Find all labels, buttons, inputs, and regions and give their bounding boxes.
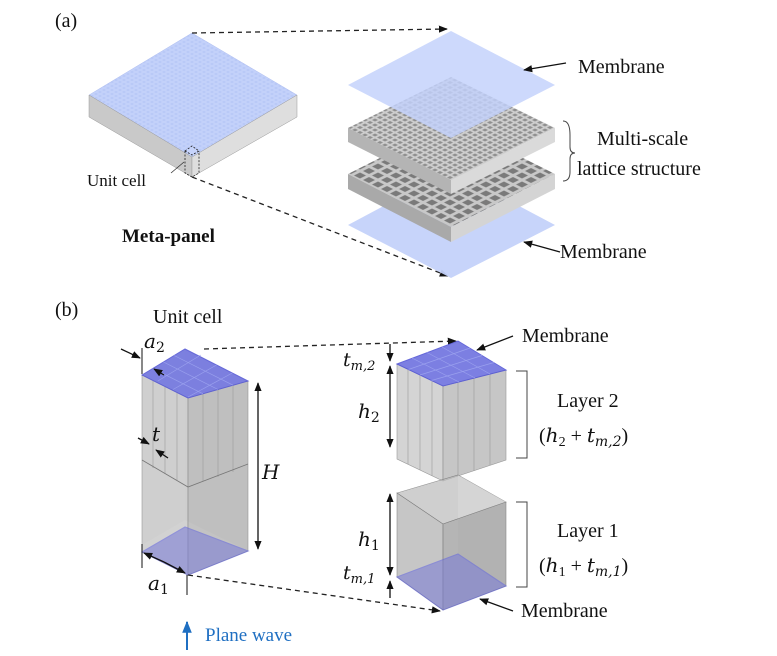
unit-cell-highlight — [184, 145, 200, 178]
projection-line-b-top — [203, 337, 457, 350]
layer1-bottom-membrane — [395, 553, 508, 611]
tm2-symbol: tm,2 — [343, 349, 375, 374]
tm1-symbol: tm,1 — [343, 562, 375, 587]
h1-symbol: h1 — [358, 527, 380, 554]
a2-symbol: a2 — [144, 329, 165, 356]
h2-symbol: h2 — [358, 399, 380, 426]
lattice-label-line2: lattice structure — [577, 158, 701, 180]
bottom-membrane-label-a: Membrane — [560, 241, 647, 263]
fine-lattice-left — [348, 128, 451, 194]
lattice-label-line1: Multi-scale — [597, 128, 688, 150]
t-arrow-left — [137, 436, 150, 445]
H-symbol: H — [261, 460, 280, 484]
top-membrane-arrow-b — [476, 335, 514, 351]
top-membrane-label-a: Membrane — [578, 56, 665, 78]
plane-wave-label: Plane wave — [205, 625, 292, 646]
coarse-lattice-left — [348, 174, 451, 242]
top-membrane-arrow-a — [523, 62, 567, 73]
a1-symbol: a1 — [148, 571, 169, 598]
fine-lattice-right — [451, 128, 555, 194]
coarse-lattice-right — [451, 174, 555, 242]
layer2-right-face — [442, 369, 507, 482]
layer1-title: Layer 1 — [557, 520, 619, 542]
t-arrow-right — [155, 449, 169, 459]
unit-cell-bottom-membrane — [140, 526, 250, 576]
layer2-top-membrane — [395, 340, 508, 387]
t-symbol: t — [152, 422, 161, 446]
layer2-bracket — [516, 370, 528, 459]
meta-panel-slab — [88, 32, 298, 178]
unit-cell-leader — [170, 161, 185, 174]
a1-arrow-left — [143, 552, 165, 563]
top-membrane-sheet — [348, 31, 555, 138]
meta-panel-top-face — [88, 32, 298, 158]
layer1-bracket — [516, 501, 528, 588]
exploded-view — [348, 31, 555, 278]
meta-panel-right-face — [191, 94, 298, 178]
layer2-title: Layer 2 — [557, 390, 619, 412]
a2-arrow-right — [153, 368, 165, 377]
a2-arrow-left — [120, 348, 141, 359]
projection-line-b-bottom — [187, 574, 441, 614]
panel-b-label: (b) — [55, 299, 78, 321]
lattice-brace — [562, 120, 576, 182]
projection-line-bottom — [191, 176, 449, 277]
layer2-model — [395, 340, 508, 482]
projection-line-top — [191, 25, 448, 34]
unit-cell-top-membrane — [140, 348, 250, 399]
bottom-membrane-arrow-b — [479, 598, 514, 612]
layer2-formula: (h2 + tm,2) — [539, 423, 628, 450]
layer1-model — [395, 474, 508, 611]
unit-cell-label-a: Unit cell — [87, 171, 146, 190]
bottom-membrane-arrow-a — [523, 240, 561, 253]
layer1-formula: (h1 + tm,1) — [539, 553, 628, 580]
meta-panel-label: Meta-panel — [122, 226, 215, 247]
unit-cell-model — [140, 348, 250, 576]
top-membrane-label-b: Membrane — [522, 325, 609, 347]
bottom-membrane-label-b: Membrane — [521, 600, 608, 622]
panel-a-label: (a) — [55, 10, 77, 32]
unit-cell-title-b: Unit cell — [153, 306, 223, 328]
a1-arrow-right — [163, 561, 186, 574]
